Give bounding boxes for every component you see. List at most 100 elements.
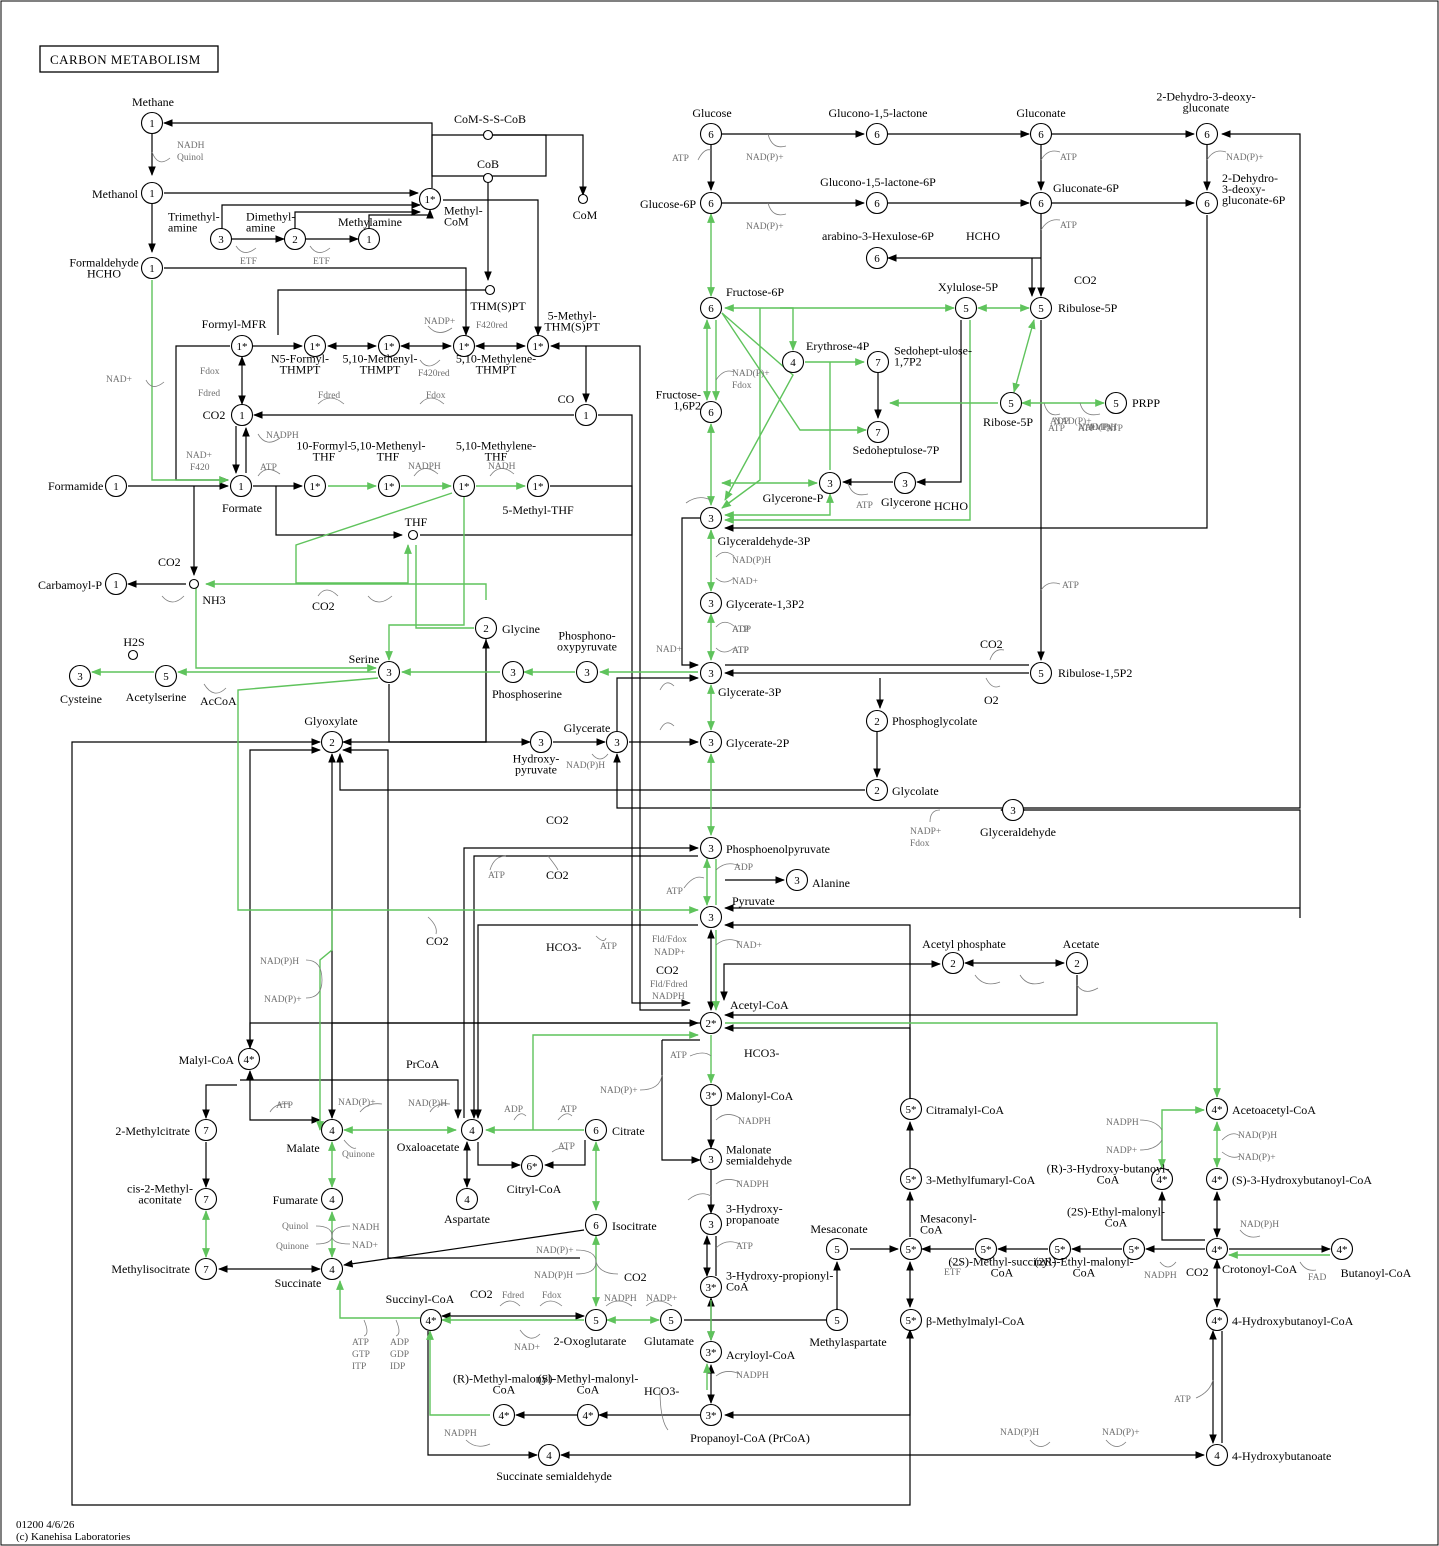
gap-circle[interactable] xyxy=(699,506,723,530)
glucose-node[interactable]: 6 xyxy=(699,122,723,146)
carbamoyl-p-circle[interactable] xyxy=(104,572,128,596)
thf-dot[interactable] xyxy=(407,529,419,541)
sedoheptulose-7p-node[interactable]: 7 xyxy=(866,420,890,444)
methyl-thf-node[interactable]: 1* xyxy=(526,474,550,498)
formate-circle[interactable] xyxy=(229,474,253,498)
com-s-s-cob-dot[interactable] xyxy=(482,129,494,141)
pyruvate-circle[interactable] xyxy=(699,905,723,929)
glutamate-node[interactable]: 5 xyxy=(659,1308,683,1332)
kdpg-circle[interactable] xyxy=(1195,191,1219,215)
hydroxypropionyl-coa-node[interactable]: 3* xyxy=(699,1275,723,1299)
glucose-6p-node[interactable]: 6 xyxy=(699,191,723,215)
gluconolactone-node[interactable]: 6 xyxy=(865,122,889,146)
3pg-circle[interactable] xyxy=(699,661,723,685)
methenyl-thf-circle[interactable] xyxy=(377,474,401,498)
glyceraldehyde-circle[interactable] xyxy=(1001,798,1025,822)
acetate-circle[interactable] xyxy=(1065,951,1089,975)
malyl-coa-circle[interactable] xyxy=(237,1047,261,1071)
methylmalyl-coa-circle[interactable] xyxy=(899,1308,923,1332)
hydroxybutanoyl-coa-4-node[interactable]: 4* xyxy=(1205,1308,1229,1332)
s-methylmalonyl-coa-node[interactable]: 4* xyxy=(576,1403,600,1427)
phosphoserine-node[interactable]: 3 xyxy=(501,660,525,684)
fructose-6p-node[interactable]: 6 xyxy=(699,296,723,320)
gluconolactone-circle[interactable] xyxy=(865,122,889,146)
methylene-thf-node[interactable]: 1* xyxy=(452,474,476,498)
formate-node[interactable]: 1 xyxy=(229,474,253,498)
glycolate-node[interactable]: 2 xyxy=(865,778,889,802)
h2s-dot[interactable] xyxy=(127,649,139,661)
ribose-5p-node[interactable]: 5 xyxy=(999,391,1023,415)
methanol-node[interactable]: 1 xyxy=(140,181,164,205)
methyl-thmspt-node[interactable]: 1* xyxy=(526,334,550,358)
malyl-coa-node[interactable]: 4* xyxy=(237,1047,261,1071)
phosphoglycolate-node[interactable]: 2 xyxy=(865,709,889,733)
oxoglutarate-circle[interactable] xyxy=(584,1308,608,1332)
glucose-circle[interactable] xyxy=(699,122,723,146)
mesaconate-circle[interactable] xyxy=(825,1237,849,1261)
rubp-circle[interactable] xyxy=(1029,661,1053,685)
oxoglutarate-node[interactable]: 5 xyxy=(584,1308,608,1332)
s-methylmalonyl-coa-circle[interactable] xyxy=(576,1403,600,1427)
methyl-com-node[interactable]: 1* xyxy=(418,187,442,211)
r-methylmalonyl-coa-node[interactable]: 4* xyxy=(492,1403,516,1427)
fructose-6p-circle[interactable] xyxy=(699,296,723,320)
methylene-thmpt-circle[interactable] xyxy=(452,334,476,358)
kdg-node[interactable]: 6 xyxy=(1195,122,1219,146)
acetyl-phosphate-circle[interactable] xyxy=(941,951,965,975)
glycine-node[interactable]: 2 xyxy=(474,616,498,640)
methylamine-circle[interactable] xyxy=(357,227,381,251)
ribose-5p-circle[interactable] xyxy=(999,391,1023,415)
methenyl-thmpt-circle[interactable] xyxy=(377,334,401,358)
methyl-thmspt-circle[interactable] xyxy=(526,334,550,358)
nh3-dot[interactable] xyxy=(188,578,200,590)
acryloyl-coa-circle[interactable] xyxy=(699,1340,723,1364)
methenyl-thf-node[interactable]: 1* xyxy=(377,474,401,498)
2pg-circle[interactable] xyxy=(699,730,723,754)
acetyl-coa-circle[interactable] xyxy=(699,1011,723,1035)
formyl-mfr-node[interactable]: 1* xyxy=(230,334,254,358)
hexulose-6p-node[interactable]: 6 xyxy=(865,246,889,270)
sedoheptulose-7p-circle[interactable] xyxy=(866,420,890,444)
methane-circle[interactable] xyxy=(140,111,164,135)
serine-circle[interactable] xyxy=(377,660,401,684)
methylcitrate-node[interactable]: 7 xyxy=(194,1118,218,1142)
hexulose-6p-circle[interactable] xyxy=(865,246,889,270)
gluconate-6p-node[interactable]: 6 xyxy=(1029,191,1053,215)
glycerone-node[interactable]: 3 xyxy=(893,471,917,495)
phosphoglycolate-circle[interactable] xyxy=(865,709,889,733)
methylfumaryl-coa-node[interactable]: 5* xyxy=(899,1167,923,1191)
glycerone-p-node[interactable]: 3 xyxy=(818,471,842,495)
formyl-mfr-circle[interactable] xyxy=(230,334,254,358)
oxaloacetate-circle[interactable] xyxy=(460,1118,484,1142)
carbamoyl-p-node[interactable]: 1 xyxy=(104,572,128,596)
glycerate-circle[interactable] xyxy=(605,730,629,754)
hydroxypropionyl-coa-circle[interactable] xyxy=(699,1275,723,1299)
crotonoyl-coa-node[interactable]: 4* xyxy=(1205,1237,1229,1261)
acetoacetyl-coa-circle[interactable] xyxy=(1205,1097,1229,1121)
methyl-thf-circle[interactable] xyxy=(526,474,550,498)
aspartate-node[interactable]: 4 xyxy=(455,1187,479,1211)
formaldehyde-circle[interactable] xyxy=(140,256,164,280)
rubp-node[interactable]: 5 xyxy=(1029,661,1053,685)
malate-node[interactable]: 4 xyxy=(320,1118,344,1142)
fumarate-circle[interactable] xyxy=(320,1187,344,1211)
formyl-thf-node[interactable]: 1* xyxy=(303,474,327,498)
acetylserine-circle[interactable] xyxy=(154,664,178,688)
methylene-thmpt-node[interactable]: 1* xyxy=(452,334,476,358)
formyl-thf-circle[interactable] xyxy=(303,474,327,498)
kdpg-node[interactable]: 6 xyxy=(1195,191,1219,215)
methylisocitrate-circle[interactable] xyxy=(194,1257,218,1281)
fructose-16p2-circle[interactable] xyxy=(699,400,723,424)
methylcitrate-circle[interactable] xyxy=(194,1118,218,1142)
ethylmalonyl-coa-2r-circle[interactable] xyxy=(1048,1237,1072,1261)
glycine-circle[interactable] xyxy=(474,616,498,640)
trimethylamine-circle[interactable] xyxy=(209,227,233,251)
acetylserine-node[interactable]: 5 xyxy=(154,664,178,688)
ribulose-5p-node[interactable]: 5 xyxy=(1029,296,1053,320)
pep-circle[interactable] xyxy=(699,836,723,860)
cob-dot[interactable] xyxy=(482,172,494,184)
methylaconitate-circle[interactable] xyxy=(194,1187,218,1211)
citryl-coa-node[interactable]: 6* xyxy=(520,1154,544,1178)
hydroxybutanoate-4-node[interactable]: 4 xyxy=(1205,1443,1229,1467)
ethylmalonyl-coa-2r-node[interactable]: 5* xyxy=(1048,1237,1072,1261)
